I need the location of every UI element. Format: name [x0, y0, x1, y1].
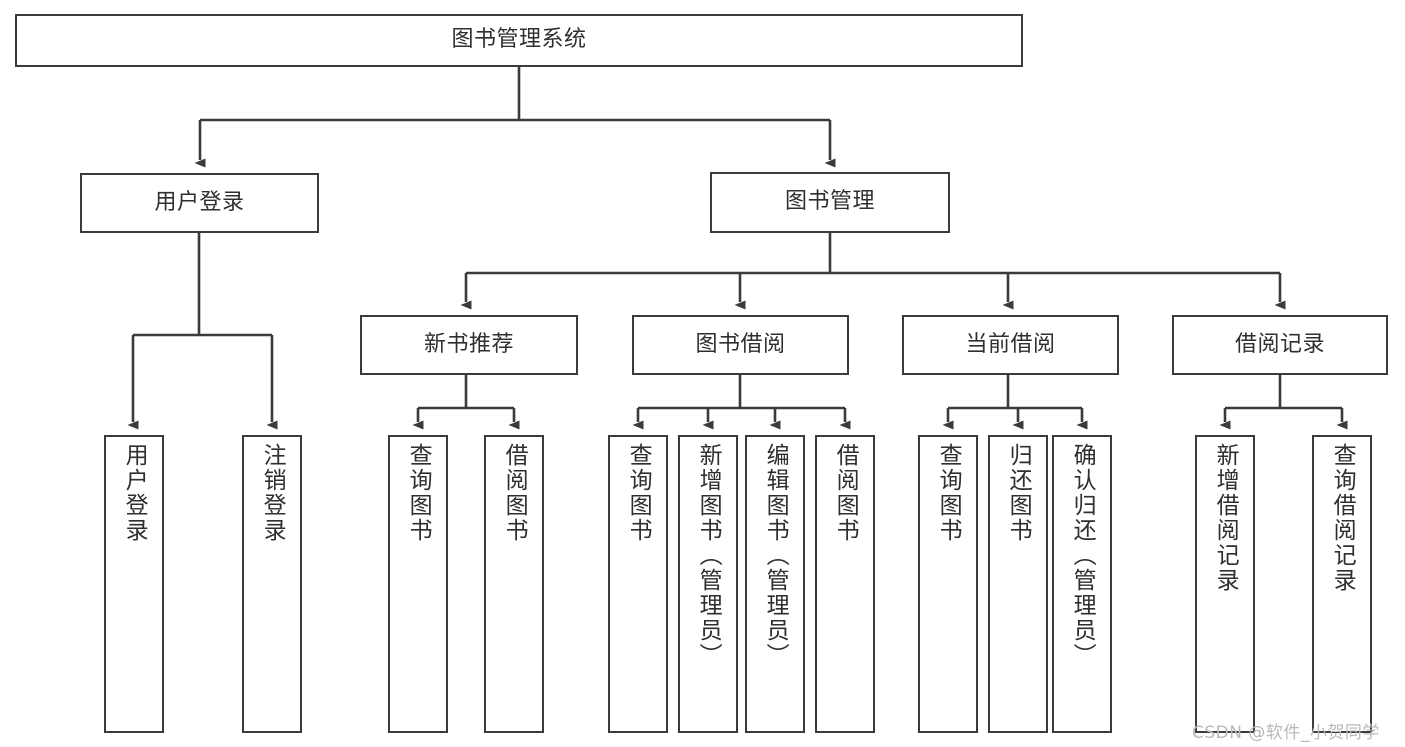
node-new-book-recommend[interactable]: 新书推荐	[360, 315, 578, 375]
node-current-borrow[interactable]: 当前借阅	[902, 315, 1119, 375]
node-leaf-confirm-return-label: 确认归还（管理员）	[1069, 443, 1096, 668]
node-leaf-return-book[interactable]: 归还图书	[988, 435, 1048, 733]
node-leaf-add-book-label: 新增图书（管理员）	[695, 443, 722, 668]
node-leaf-user-login[interactable]: 用户登录	[104, 435, 164, 733]
node-leaf-borrow-book-2[interactable]: 借阅图书	[815, 435, 875, 733]
node-leaf-edit-book-label: 编辑图书（管理员）	[762, 443, 789, 668]
node-leaf-query-book-1[interactable]: 查询图书	[388, 435, 448, 733]
node-leaf-borrow-book-1[interactable]: 借阅图书	[484, 435, 544, 733]
node-leaf-query-book-1-label: 查询图书	[405, 443, 432, 543]
node-leaf-add-record-label: 新增借阅记录	[1212, 443, 1239, 593]
node-leaf-return-book-label: 归还图书	[1005, 443, 1032, 543]
node-leaf-borrow-book-2-label: 借阅图书	[832, 443, 859, 543]
node-book-borrow[interactable]: 图书借阅	[632, 315, 849, 375]
node-book-borrow-label: 图书借阅	[695, 331, 786, 357]
node-user-login[interactable]: 用户登录	[80, 173, 319, 233]
node-leaf-user-login-label: 用户登录	[121, 443, 148, 543]
node-leaf-query-book-3-label: 查询图书	[935, 443, 962, 543]
node-book-management-label: 图书管理	[784, 189, 875, 215]
node-leaf-add-book[interactable]: 新增图书（管理员）	[678, 435, 738, 733]
node-leaf-confirm-return[interactable]: 确认归还（管理员）	[1052, 435, 1112, 733]
node-leaf-logout[interactable]: 注销登录	[242, 435, 302, 733]
node-root-label: 图书管理系统	[451, 27, 587, 53]
node-leaf-add-record[interactable]: 新增借阅记录	[1195, 435, 1255, 733]
node-borrow-record-label: 借阅记录	[1234, 331, 1325, 357]
node-leaf-query-book-3[interactable]: 查询图书	[918, 435, 978, 733]
node-leaf-query-book-2[interactable]: 查询图书	[608, 435, 668, 733]
node-new-book-recommend-label: 新书推荐	[423, 331, 514, 357]
node-root[interactable]: 图书管理系统	[15, 14, 1023, 67]
node-borrow-record[interactable]: 借阅记录	[1172, 315, 1388, 375]
node-leaf-query-record-label: 查询借阅记录	[1329, 443, 1356, 593]
node-user-login-label: 用户登录	[154, 189, 245, 215]
node-current-borrow-label: 当前借阅	[965, 331, 1056, 357]
node-leaf-edit-book[interactable]: 编辑图书（管理员）	[745, 435, 805, 733]
node-leaf-query-record[interactable]: 查询借阅记录	[1312, 435, 1372, 733]
node-leaf-query-book-2-label: 查询图书	[625, 443, 652, 543]
node-leaf-logout-label: 注销登录	[259, 443, 286, 543]
node-leaf-borrow-book-1-label: 借阅图书	[501, 443, 528, 543]
node-book-management[interactable]: 图书管理	[710, 172, 950, 233]
